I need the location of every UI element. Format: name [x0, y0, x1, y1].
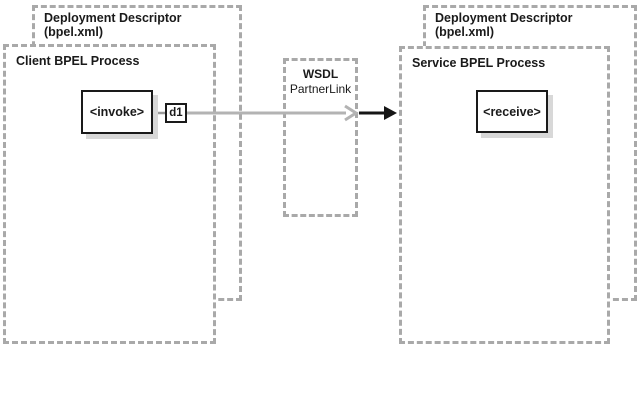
- client-dd-title-line1: Deployment Descriptor: [44, 11, 182, 25]
- service-bpel-process-title: Service BPEL Process: [412, 56, 546, 70]
- client-dd-title-line2: (bpel.xml): [44, 25, 104, 39]
- receive-activity-label: <receive>: [483, 104, 541, 119]
- wsdl-title-line1: WSDL: [302, 67, 339, 81]
- service-bpel-process-box: Service BPEL Process: [399, 46, 610, 344]
- client-bpel-process-box: Client BPEL Process: [3, 44, 216, 344]
- wsdl-title-line2: PartnerLink: [289, 82, 352, 96]
- partnerlink-ref-d1-node: d1: [165, 103, 187, 123]
- invoke-activity-node: <invoke>: [81, 90, 153, 134]
- service-dd-title-line2: (bpel.xml): [435, 25, 495, 39]
- service-dd-title-line1: Deployment Descriptor: [435, 11, 573, 25]
- black-arrowhead-icon: [384, 106, 397, 120]
- service-deployment-descriptor-title: Deployment Descriptor (bpel.xml): [426, 8, 634, 39]
- receive-activity-node: <receive>: [476, 90, 548, 133]
- wsdl-partnerlink-box: WSDL PartnerLink: [283, 58, 358, 217]
- partnerlink-ref-d1-label: d1: [169, 107, 183, 119]
- wsdl-partnerlink-title: WSDL PartnerLink: [286, 61, 355, 97]
- invoke-activity-label: <invoke>: [89, 105, 145, 119]
- client-bpel-process-title: Client BPEL Process: [16, 54, 140, 68]
- client-deployment-descriptor-title: Deployment Descriptor (bpel.xml): [35, 8, 239, 39]
